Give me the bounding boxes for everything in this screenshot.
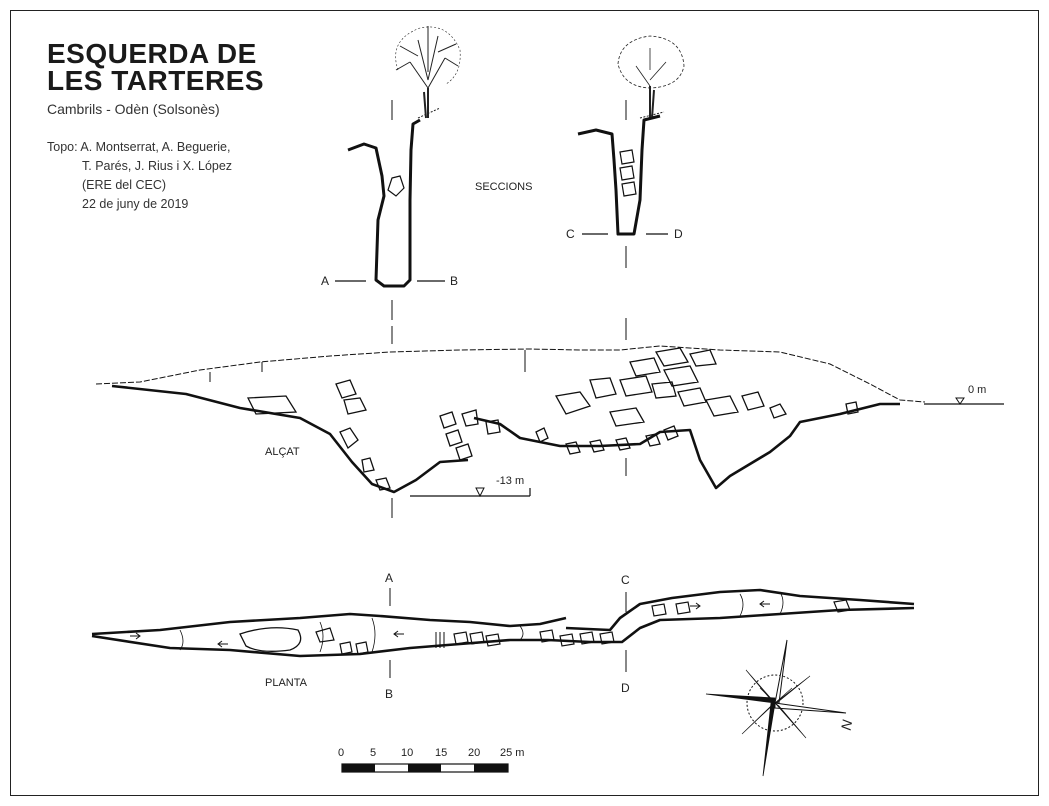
scale-bar (341, 763, 509, 773)
level-marker-bottom (410, 487, 531, 498)
planta-label: PLANTA (265, 677, 308, 689)
alcat-label: ALÇAT (265, 446, 300, 458)
plan-letter-c: C (621, 573, 630, 587)
credits-line-4: 22 de juny de 2019 (82, 197, 189, 211)
level-marker-zero (924, 397, 1004, 405)
compass-north-label: N (838, 718, 856, 732)
section-cd (577, 100, 668, 340)
plan-view (91, 588, 915, 678)
plan-letter-b: B (385, 687, 393, 701)
scale-tick-10: 10 (401, 747, 413, 759)
scale-tick-20: 20 (468, 747, 480, 759)
map-frame (10, 10, 1039, 796)
plan-letter-d: D (621, 681, 630, 695)
section-ab (335, 100, 445, 344)
credits-line-2: T. Parés, J. Rius i X. López (82, 159, 233, 173)
section-letter-b: B (450, 274, 458, 288)
scale-tick-0: 0 (338, 747, 344, 759)
tree-icon-left (395, 26, 461, 119)
compass-rose-icon (705, 639, 847, 777)
credits-line-3: (ERE del CEC) (82, 178, 167, 192)
elevation-profile (95, 345, 926, 518)
title-line-2: LES TARTERES (47, 65, 265, 96)
level-bottom-label: -13 m (496, 475, 524, 487)
location-subtitle: Cambrils - Odèn (Solsonès) (47, 101, 220, 117)
scale-tick-25: 25 m (500, 747, 524, 759)
title-line-1: ESQUERDA DE (47, 38, 257, 69)
scale-tick-15: 15 (435, 747, 447, 759)
scale-tick-5: 5 (370, 747, 376, 759)
section-letter-c: C (566, 227, 575, 241)
tree-icon-right (617, 35, 685, 119)
survey-credits: Topo: A. Montserrat, A. Beguerie, T. Par… (47, 138, 232, 214)
credits-line-1: Topo: A. Montserrat, A. Beguerie, (47, 140, 231, 154)
plan-letter-a: A (385, 571, 393, 585)
section-letter-d: D (674, 227, 683, 241)
map-title: ESQUERDA DE LES TARTERES (47, 38, 265, 96)
section-letter-a: A (321, 274, 329, 288)
seccions-label: SECCIONS (475, 181, 532, 193)
level-zero-label: 0 m (968, 384, 986, 396)
